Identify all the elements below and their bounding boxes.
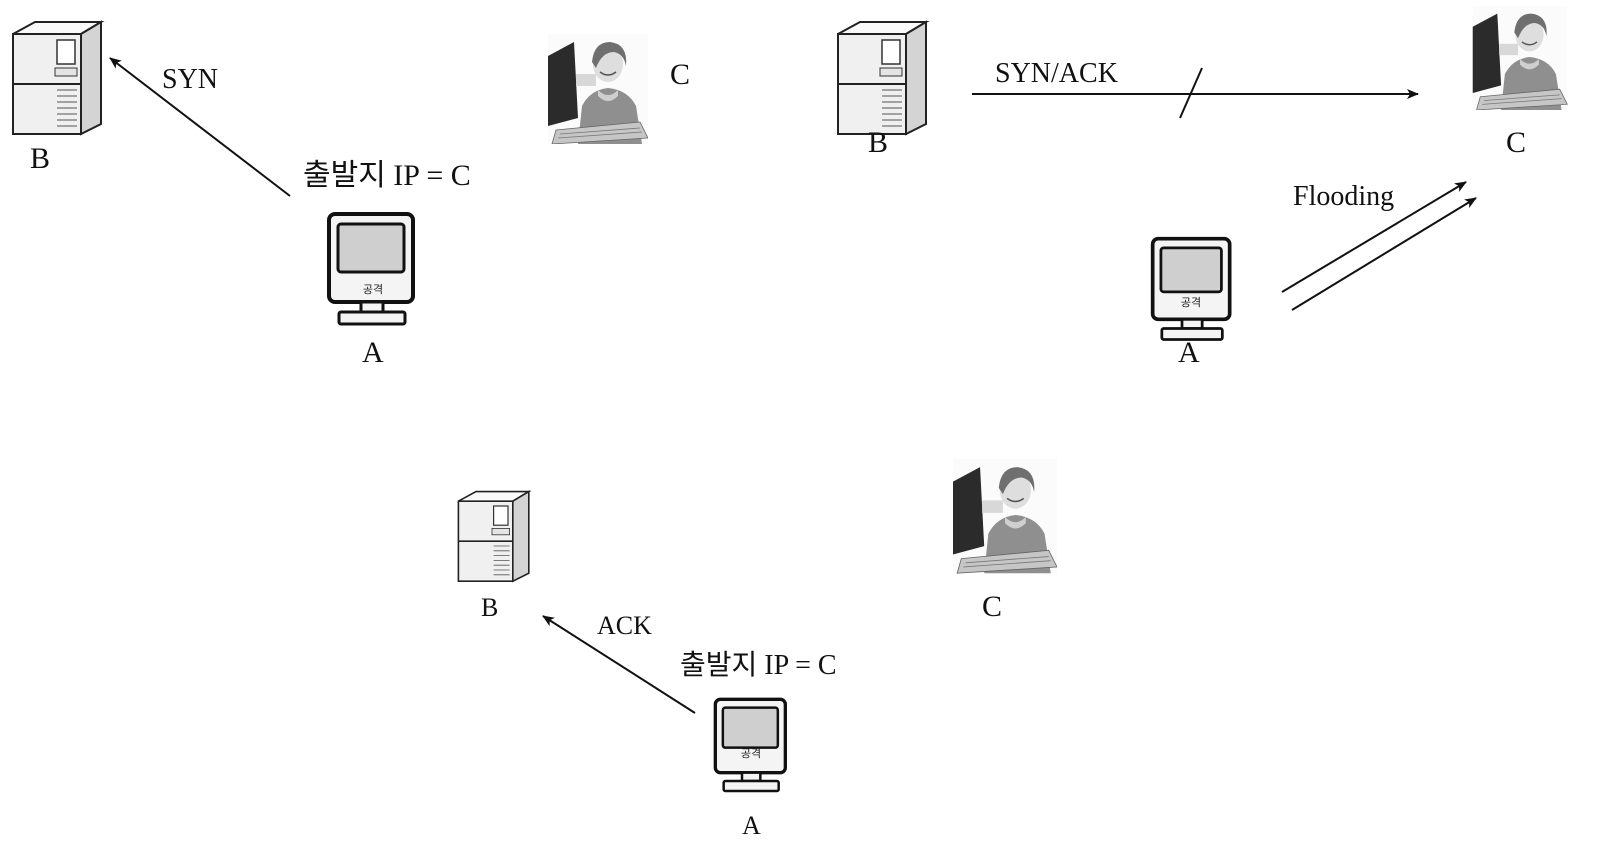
- person-at-computer-icon: [953, 457, 1057, 575]
- victim-label: C: [670, 58, 690, 91]
- syn-arrow-label: SYN: [162, 64, 218, 95]
- blocked-slash-mark: [1179, 67, 1203, 119]
- panel-3-ack: B C ACK 출발지 IP = C 공격 A: [457, 457, 1057, 840]
- server-icon: [457, 490, 530, 583]
- server-label: B: [481, 593, 498, 622]
- panel-2-syn-ack-flooding: B SYN/ACK C Flooding 공격 A: [837, 6, 1568, 369]
- attacker-label: A: [362, 336, 384, 369]
- server-icon: [12, 21, 102, 135]
- person-at-computer-icon: [1472, 6, 1568, 110]
- person-at-computer-icon: [548, 34, 648, 144]
- attacker-computer-icon: [327, 212, 415, 326]
- spoofed-source-label: 출발지 IP = C: [303, 159, 471, 192]
- flooding-arrow-2: [1291, 197, 1477, 311]
- syn-arrow: [109, 57, 291, 197]
- panel-1-syn: B C SYN 출발지 IP = C 공격 A: [12, 21, 690, 369]
- attacker-computer-icon: [1150, 236, 1232, 342]
- victim-label: C: [982, 590, 1002, 623]
- attacker-computer-icon: [713, 697, 788, 793]
- syn-ack-arrow-label: SYN/ACK: [995, 58, 1118, 89]
- attacker-label: A: [1178, 336, 1200, 369]
- attacker-screen-label: 공격: [1181, 296, 1201, 309]
- attacker-screen-label: 공격: [363, 283, 383, 296]
- attacker-screen-label: 공격: [741, 747, 761, 760]
- spoofed-source-label: 출발지 IP = C: [680, 649, 837, 681]
- attacker-label: A: [742, 811, 761, 839]
- ack-arrow: [542, 615, 696, 714]
- server-label: B: [30, 142, 50, 175]
- ack-arrow-label: ACK: [597, 611, 652, 640]
- server-label: B: [868, 126, 888, 159]
- server-icon: [837, 21, 927, 135]
- victim-label: C: [1506, 126, 1526, 159]
- flooding-label: Flooding: [1293, 181, 1394, 212]
- flooding-arrow-1: [1281, 181, 1467, 293]
